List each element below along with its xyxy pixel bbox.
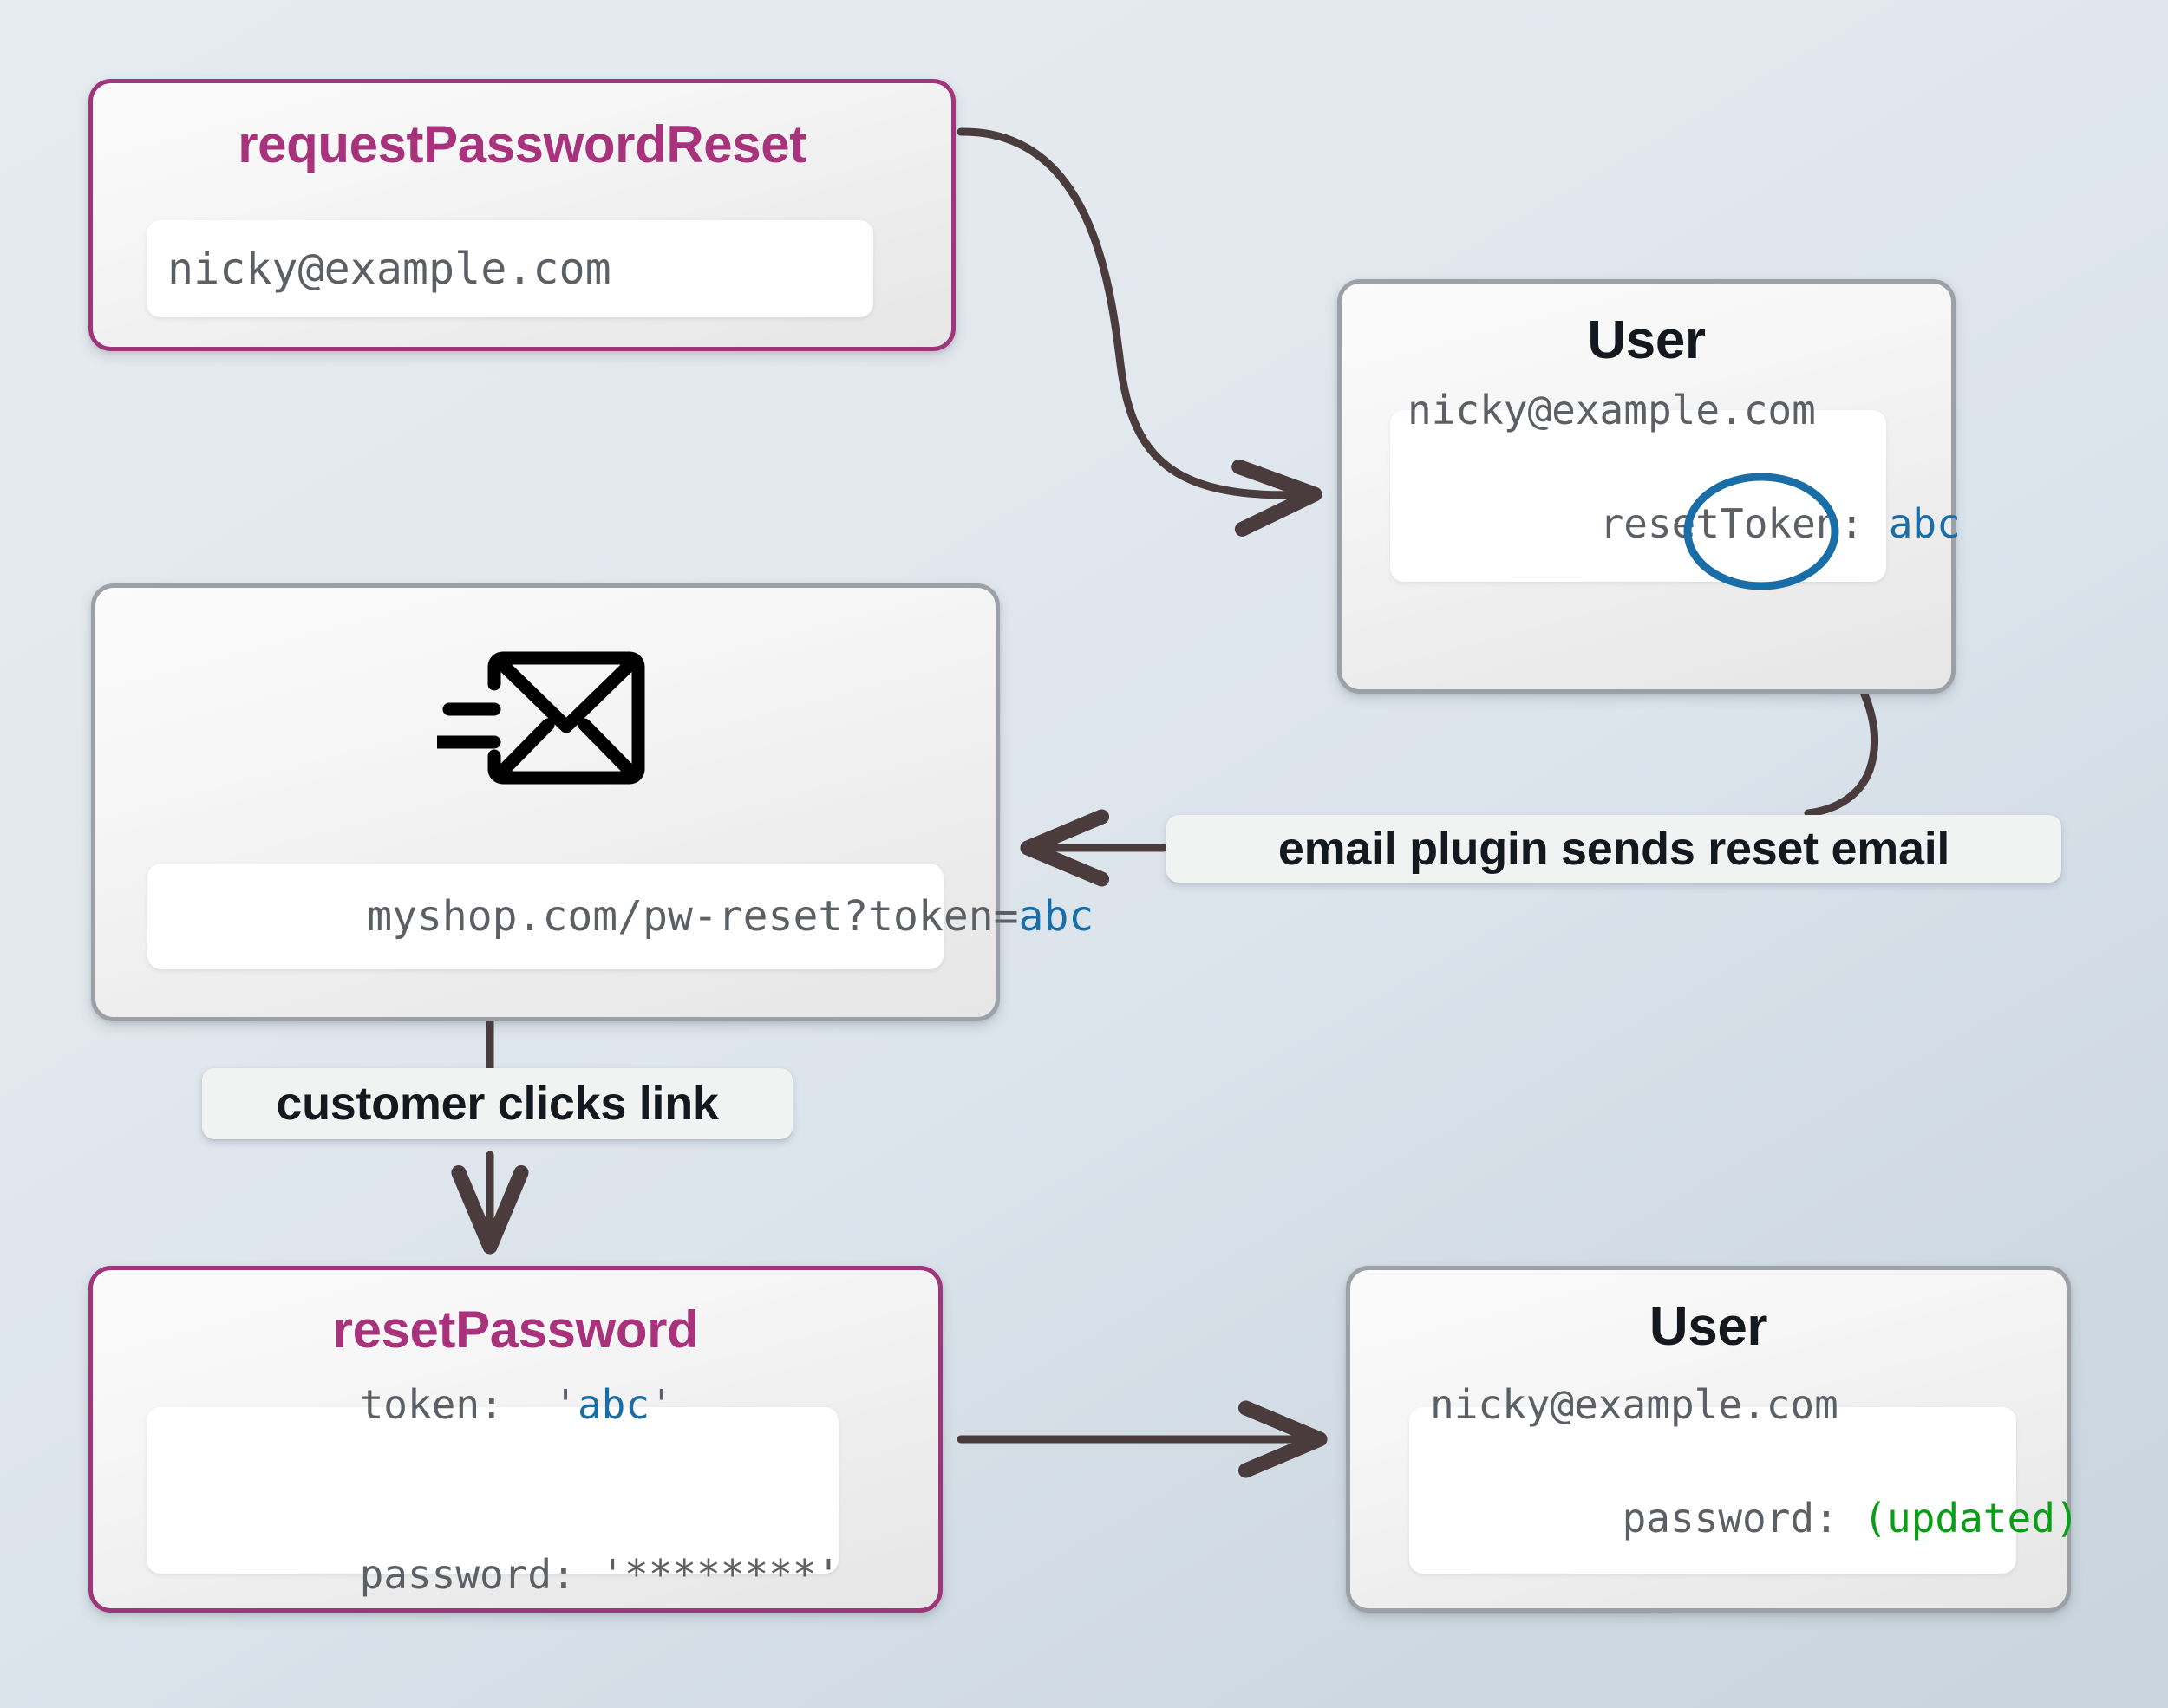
field-email: nicky@example.com bbox=[1430, 1381, 1838, 1429]
node-title-user-with-token: User bbox=[1587, 310, 1706, 370]
password-value: '********' bbox=[600, 1551, 841, 1599]
node-title-user-updated: User bbox=[1649, 1297, 1768, 1357]
field-email: nicky@example.com bbox=[167, 243, 611, 294]
node-reset-email[interactable]: myshop.com/pw-reset?token=abc bbox=[91, 583, 1094, 1021]
edge-label-customer-clicks-text: customer clicks link bbox=[276, 1078, 719, 1130]
reset-token-key: resetToken: bbox=[1599, 500, 1864, 547]
token-quote-close: ' bbox=[650, 1381, 674, 1429]
token-key: token: bbox=[359, 1381, 504, 1429]
password-key: password: bbox=[1622, 1495, 1838, 1542]
panel-request-password-reset: nicky@example.com bbox=[147, 220, 873, 317]
node-title-reset-password: resetPassword bbox=[332, 1301, 699, 1359]
node-user-with-token[interactable]: User nicky@example.com resetToken: abc bbox=[1337, 279, 1961, 694]
reset-url-token: abc bbox=[1018, 891, 1094, 941]
field-password: password: '********' bbox=[167, 1490, 841, 1660]
reset-token-value: abc bbox=[1888, 500, 1961, 547]
token-quote-open: ' bbox=[553, 1381, 578, 1429]
edge-label-email-plugin: email plugin sends reset email bbox=[1166, 815, 2061, 883]
node-user-updated[interactable]: User nicky@example.com password: (updated… bbox=[1346, 1266, 2080, 1613]
field-token: token: 'abc' bbox=[167, 1320, 818, 1490]
envelope-send-icon bbox=[437, 651, 645, 785]
token-highlight-circle-layer bbox=[1683, 473, 1839, 590]
panel-user-with-token: nicky@example.com resetToken: abc bbox=[1390, 387, 1961, 582]
reset-url-prefix: myshop.com/pw-reset?token= bbox=[367, 891, 1019, 941]
node-title-request-password-reset: requestPasswordReset bbox=[238, 115, 806, 173]
password-updated-value: (updated) bbox=[1863, 1495, 2080, 1542]
token-value: abc bbox=[577, 1381, 650, 1429]
field-email: nicky@example.com bbox=[1407, 387, 1816, 434]
field-reset-token: resetToken: abc bbox=[1407, 440, 1961, 610]
field-reset-url: myshop.com/pw-reset?token=abc bbox=[167, 828, 1094, 1005]
field-password-updated: password: (updated) bbox=[1430, 1434, 2080, 1604]
edge-label-customer-clicks: customer clicks link bbox=[202, 1068, 793, 1139]
edge-request-to-user bbox=[957, 127, 1322, 537]
node-request-password-reset[interactable]: requestPasswordReset nicky@example.com bbox=[88, 79, 956, 351]
node-reset-password[interactable]: resetPassword token: 'abc' password: '****… bbox=[88, 1266, 943, 1613]
panel-user-updated: nicky@example.com password: (updated) bbox=[1409, 1381, 2080, 1574]
edge-label-email-plugin-text: email plugin sends reset email bbox=[1277, 823, 1950, 875]
panel-reset-email-url: myshop.com/pw-reset?token=abc bbox=[147, 864, 1094, 969]
token-highlight-ellipse bbox=[1683, 473, 1839, 590]
panel-reset-password: token: 'abc' password: '********' bbox=[147, 1381, 840, 1598]
password-key: password: bbox=[359, 1551, 576, 1599]
